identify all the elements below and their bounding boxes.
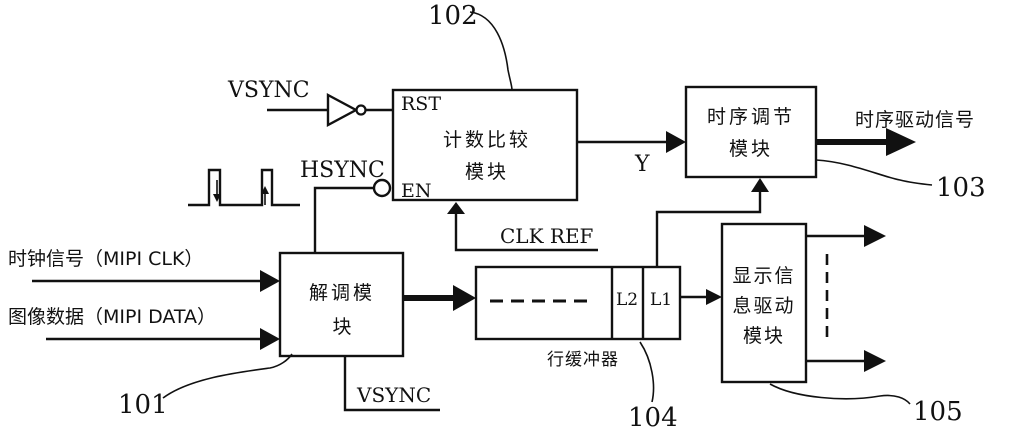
rst-port-label: RST	[401, 93, 441, 115]
line-buffer-block	[474, 265, 682, 341]
clock-input-arrow-icon	[260, 270, 280, 292]
timing-block-title: 时序调节	[707, 106, 795, 128]
display-output-bottom-arrow-icon	[864, 350, 886, 372]
en-port-label: EN	[401, 180, 432, 202]
data-input-arrow-icon	[260, 328, 280, 350]
y-label: Y	[634, 152, 650, 177]
display-block-line2: 息驱动	[732, 295, 795, 317]
timing-block-subtitle: 模块	[729, 138, 773, 160]
clk-ref-wire	[454, 212, 598, 252]
line-buffer-label: 行缓冲器	[547, 350, 619, 370]
data-input-label: 图像数据（MIPI DATA）	[8, 306, 216, 328]
counter-compare-block	[391, 88, 579, 202]
hsync-to-en-wire	[313, 186, 374, 253]
demodulation-block	[278, 251, 405, 358]
counter-ref-number: 102	[428, 1, 478, 31]
vsync-bottom-wire	[343, 356, 440, 412]
clk-ref-arrow-icon	[447, 202, 465, 214]
timing-adjust-block	[684, 85, 818, 179]
display-driver-block	[720, 222, 808, 384]
demod-ref-number: 101	[118, 390, 168, 420]
display-block-line3: 模块	[743, 325, 785, 347]
clock-input-label: 时钟信号（MIPI CLK）	[8, 248, 203, 270]
rising-edge-arrow-icon	[261, 186, 269, 194]
hsync-waveform	[188, 168, 300, 207]
timing-output-arrow-icon	[886, 128, 916, 156]
buffer-ref-number: 104	[628, 403, 678, 433]
vsync-top-label: VSYNC	[227, 78, 310, 103]
display-output-top-arrow-icon	[864, 225, 886, 247]
clk-ref-label: CLK REF	[500, 224, 594, 248]
falling-edge-arrow-icon	[213, 194, 221, 202]
display-block-line1: 显示信	[732, 265, 795, 287]
counter-block-subtitle: 模块	[465, 161, 509, 183]
demod-block-title: 解调模	[309, 282, 375, 304]
demod-ref-leader	[162, 353, 293, 399]
inverter-icon	[326, 92, 359, 128]
timing-ref-number: 103	[936, 173, 986, 203]
buffer-cell-l2: L2	[616, 290, 638, 310]
buffer-cell-l1: L1	[650, 290, 672, 310]
buffer-to-display-arrow-icon	[706, 289, 722, 305]
inverter-bubble	[355, 104, 367, 116]
en-inverting-bubble	[372, 178, 392, 198]
counter-block-title: 计数比较	[443, 129, 531, 151]
buffer-to-timing-wire	[655, 190, 762, 267]
display-ref-number: 105	[913, 397, 963, 427]
hsync-label: HSYNC	[300, 158, 385, 183]
timing-ref-leader	[815, 159, 933, 186]
timing-output-label: 时序驱动信号	[855, 109, 975, 131]
vsync-bottom-label: VSYNC	[356, 383, 431, 407]
demod-block-subtitle: 块	[332, 316, 351, 338]
y-arrow-icon	[666, 131, 686, 153]
buffer-ref-leader	[639, 341, 655, 403]
display-ref-leader	[769, 383, 911, 405]
counter-ref-leader	[469, 11, 513, 91]
buffer-to-timing-arrow-icon	[751, 178, 769, 192]
demod-to-buffer-arrow-icon	[453, 285, 476, 311]
